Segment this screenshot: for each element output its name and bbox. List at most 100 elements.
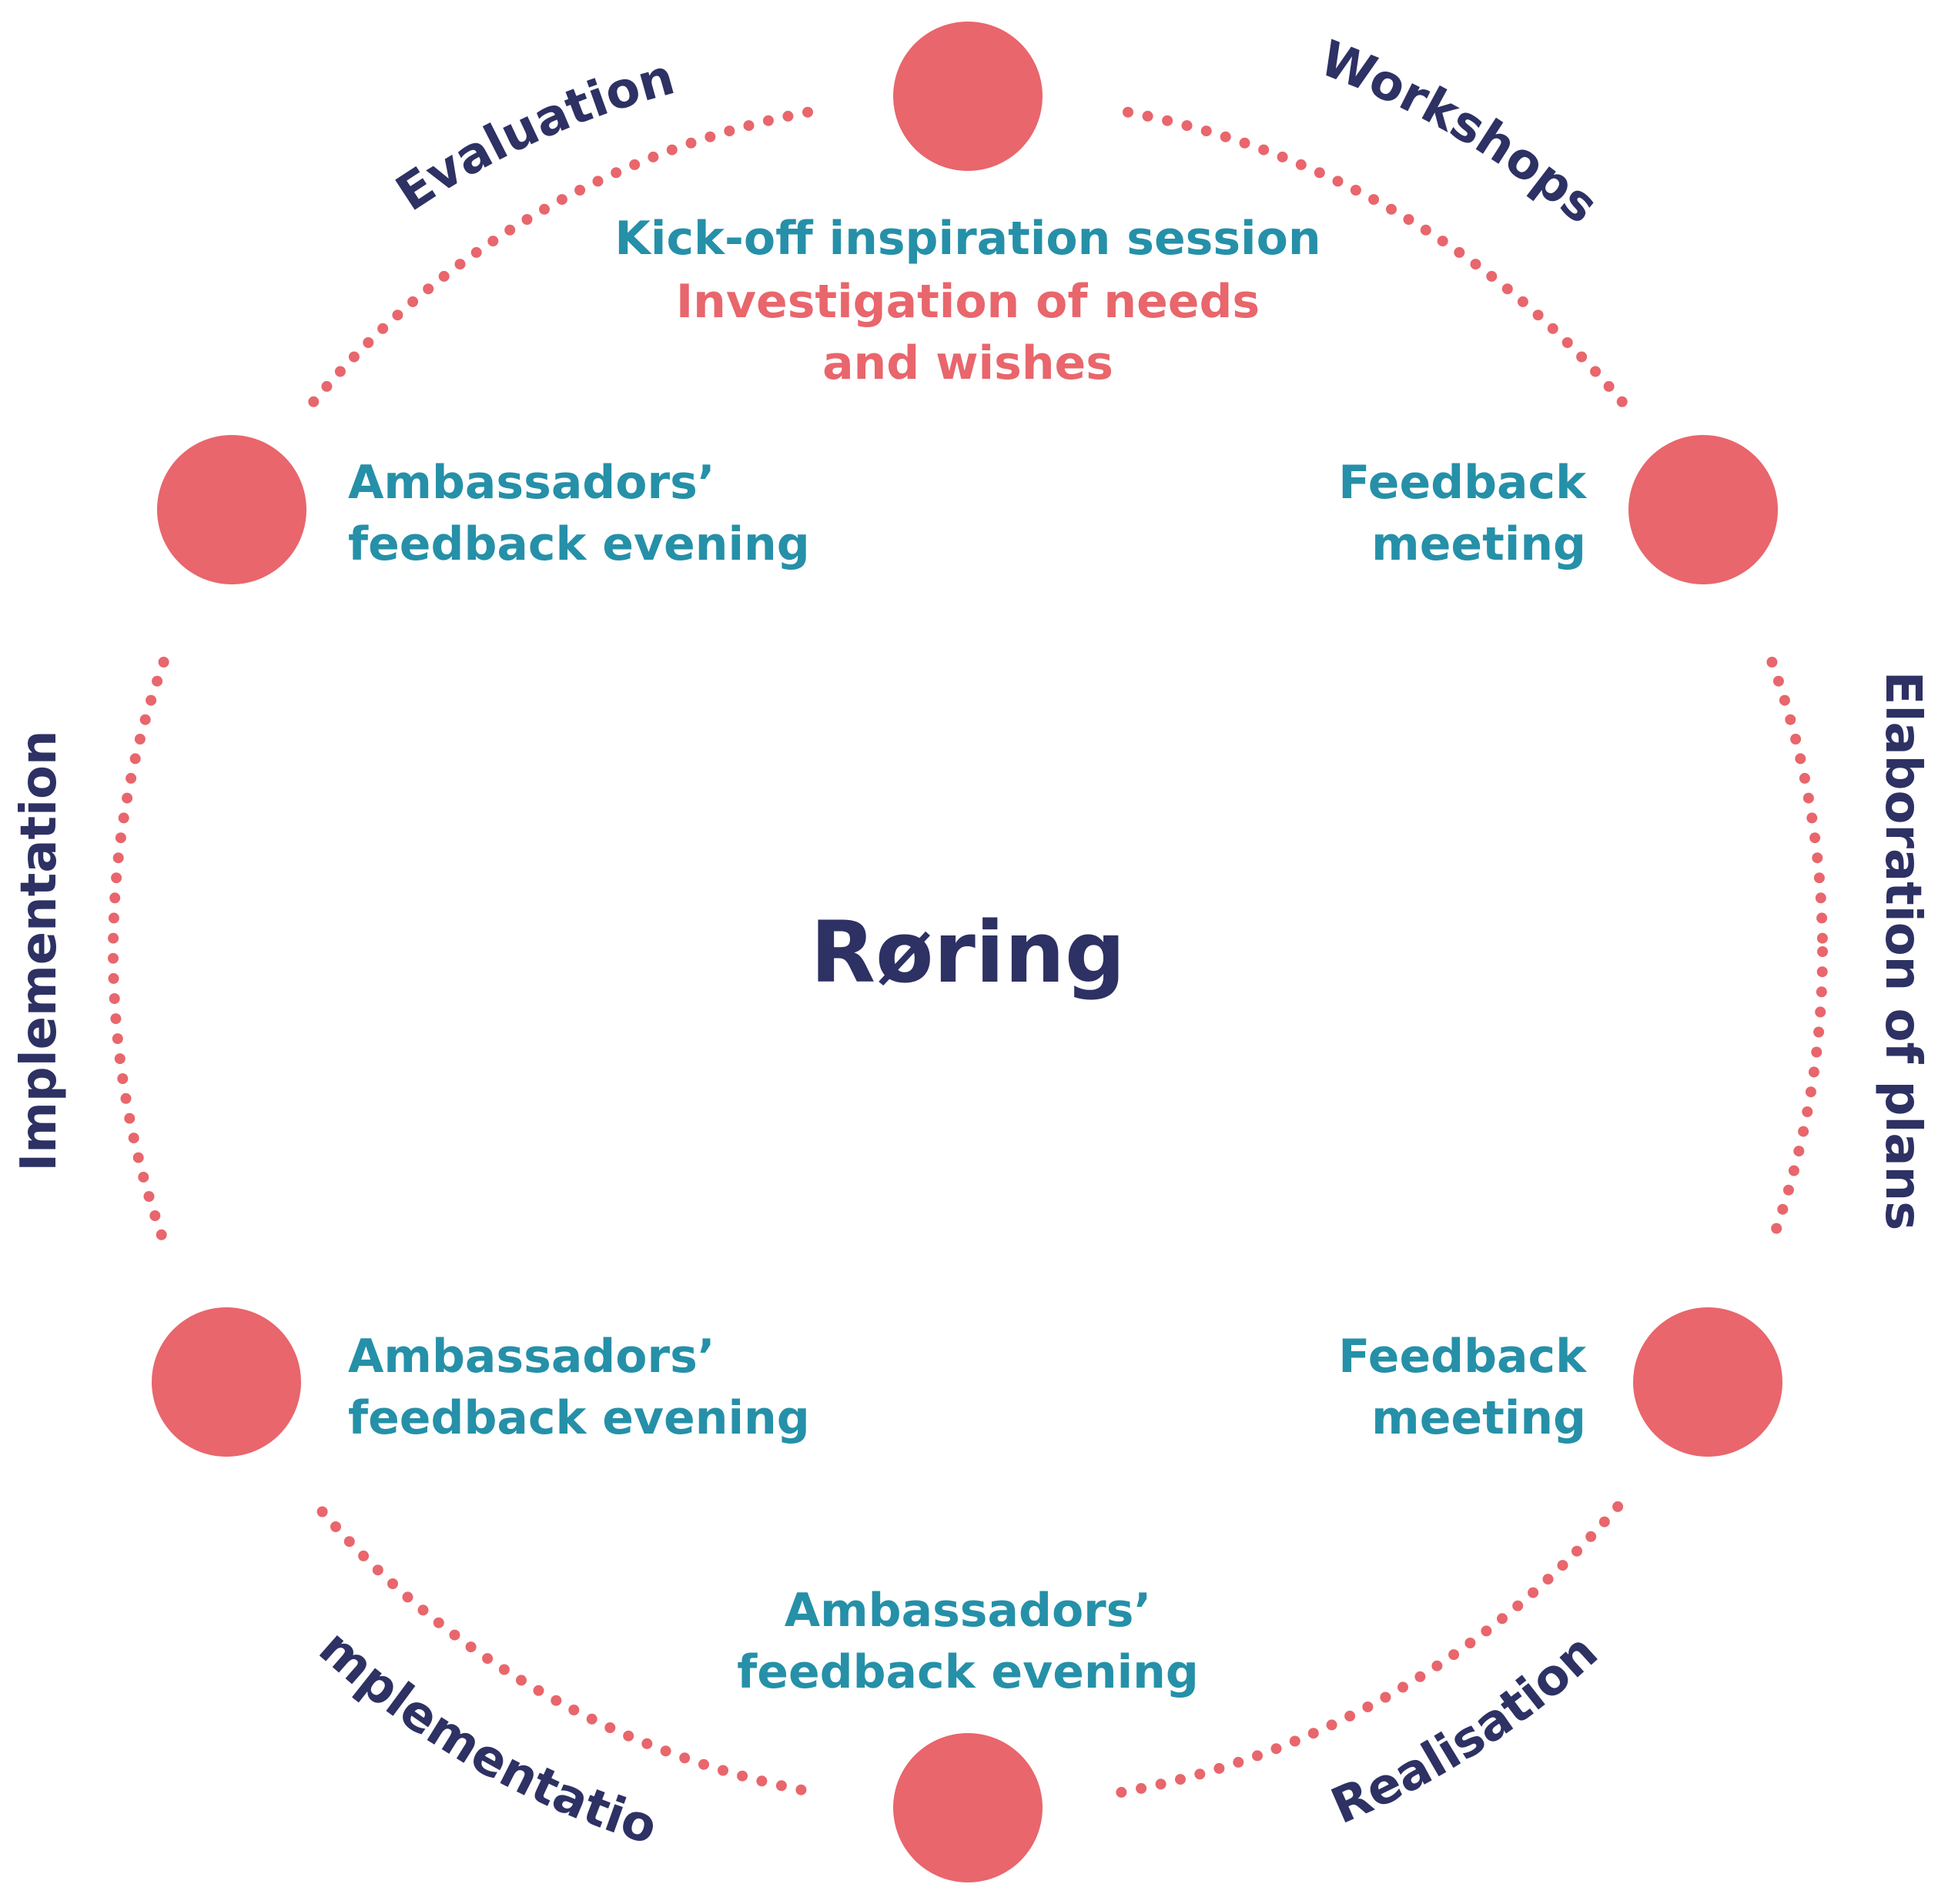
ring-dot <box>1779 694 1790 706</box>
ring-dot <box>1277 151 1288 162</box>
ring-dot <box>1517 296 1528 307</box>
ring-dot <box>1785 714 1796 725</box>
ring-dot <box>556 194 567 206</box>
ring-dot <box>698 1758 709 1770</box>
ring-dot <box>108 952 119 964</box>
ring-dot <box>679 1752 691 1764</box>
ring-dot <box>574 185 586 196</box>
ring-dot <box>1162 115 1173 126</box>
ring-dot <box>660 1745 671 1757</box>
ring-dot <box>358 1550 370 1561</box>
ring-dot <box>134 734 146 745</box>
ring-dot <box>1194 1768 1206 1780</box>
phase-label-implementation-bottom: Implementation <box>0 0 664 1856</box>
ring-dot <box>109 993 120 1004</box>
ring-dot <box>1603 380 1615 392</box>
ring-dot <box>641 1738 653 1749</box>
ring-dot <box>1386 203 1397 215</box>
ring-dot <box>1344 1710 1356 1722</box>
phase-label-implementation-left: Implementation <box>11 730 68 1171</box>
ring-dot <box>1571 1545 1582 1557</box>
ring-dot <box>111 872 122 884</box>
node-top-right <box>1628 435 1778 584</box>
event-bottom-right-line2: meeting <box>1371 1391 1586 1445</box>
ring-dot <box>1798 1126 1809 1137</box>
ring-dot <box>1181 120 1193 132</box>
node-top-left <box>157 435 306 584</box>
ring-dot <box>124 1113 136 1124</box>
dotted-cycle-ring <box>108 106 1828 1798</box>
ring-dot <box>1501 283 1513 295</box>
ring-dot <box>1497 1613 1508 1625</box>
ring-dot <box>1403 214 1414 225</box>
ring-dot <box>1454 246 1465 258</box>
ring-dot <box>126 772 137 784</box>
ring-dot <box>611 167 622 179</box>
ring-dot <box>152 675 163 687</box>
node-bottom <box>893 1733 1043 1882</box>
event-top-line1: Kick-off inspiration session <box>614 212 1320 266</box>
ring-dot <box>685 137 697 149</box>
ring-dot <box>343 1536 355 1548</box>
ring-dot <box>1437 236 1448 247</box>
ring-dot <box>1816 932 1828 944</box>
ring-dot <box>1295 159 1307 170</box>
ring-dot <box>112 1033 123 1045</box>
ring-dot <box>1790 734 1802 745</box>
event-top-line3: and wishes <box>822 336 1113 390</box>
ring-dot <box>533 1685 544 1696</box>
ring-dot <box>1808 1066 1819 1078</box>
event-top-right-line2: meeting <box>1371 517 1586 571</box>
ring-dot <box>551 1695 562 1706</box>
ring-dot <box>1576 351 1588 363</box>
ring-dot <box>1368 194 1380 206</box>
ring-dot <box>108 972 119 984</box>
ring-dot <box>316 1506 328 1518</box>
ring-dot <box>454 259 466 270</box>
ring-dot <box>128 1133 139 1144</box>
ring-dot <box>666 144 678 156</box>
event-bottom-line1: Ambassadors’ <box>785 1584 1152 1638</box>
ring-dot <box>568 1705 580 1715</box>
ring-dot <box>1782 1184 1794 1196</box>
ring-dot <box>1486 270 1498 282</box>
phase-label-realisation: Realisation <box>1324 1624 1609 1835</box>
ring-dot <box>1470 259 1481 270</box>
ring-dot <box>1397 1681 1408 1693</box>
ring-dot <box>1414 1671 1426 1682</box>
ring-dot <box>539 203 550 215</box>
event-top-line2: Investigation of needs <box>676 275 1260 329</box>
ring-dot <box>1258 144 1270 156</box>
ring-dot <box>482 1653 494 1665</box>
ring-dot <box>1813 1026 1825 1038</box>
ring-dot <box>1616 396 1628 407</box>
node-top <box>893 22 1043 171</box>
ring-dot <box>1772 675 1784 687</box>
event-top-left-line2: feedback evening <box>348 517 810 571</box>
ring-dot <box>1420 224 1431 236</box>
ring-dot <box>423 283 434 295</box>
ring-dot <box>1481 1625 1492 1637</box>
ring-dot <box>1362 1702 1374 1712</box>
ring-dot <box>1155 1779 1166 1790</box>
ring-dot <box>392 310 403 321</box>
ring-dot <box>604 1722 616 1733</box>
ring-dot <box>1612 1501 1624 1512</box>
ring-dot <box>1326 1719 1337 1731</box>
ring-dot <box>1307 1728 1319 1739</box>
ring-dot <box>1816 966 1828 978</box>
ring-dot <box>1136 1782 1147 1794</box>
ring-dot <box>1795 753 1806 765</box>
ring-dot <box>118 812 129 824</box>
ring-dot <box>417 1605 429 1616</box>
ring-dot <box>109 892 121 904</box>
ring-dot <box>407 296 419 307</box>
ring-dot <box>1239 137 1250 149</box>
ring-dot <box>1547 323 1558 334</box>
ring-dot <box>516 1675 527 1686</box>
ring-dot <box>334 366 346 377</box>
ring-dot <box>433 1617 444 1628</box>
ring-dot <box>762 115 774 126</box>
ring-dot <box>1771 1223 1782 1234</box>
ring-dot <box>321 380 333 392</box>
